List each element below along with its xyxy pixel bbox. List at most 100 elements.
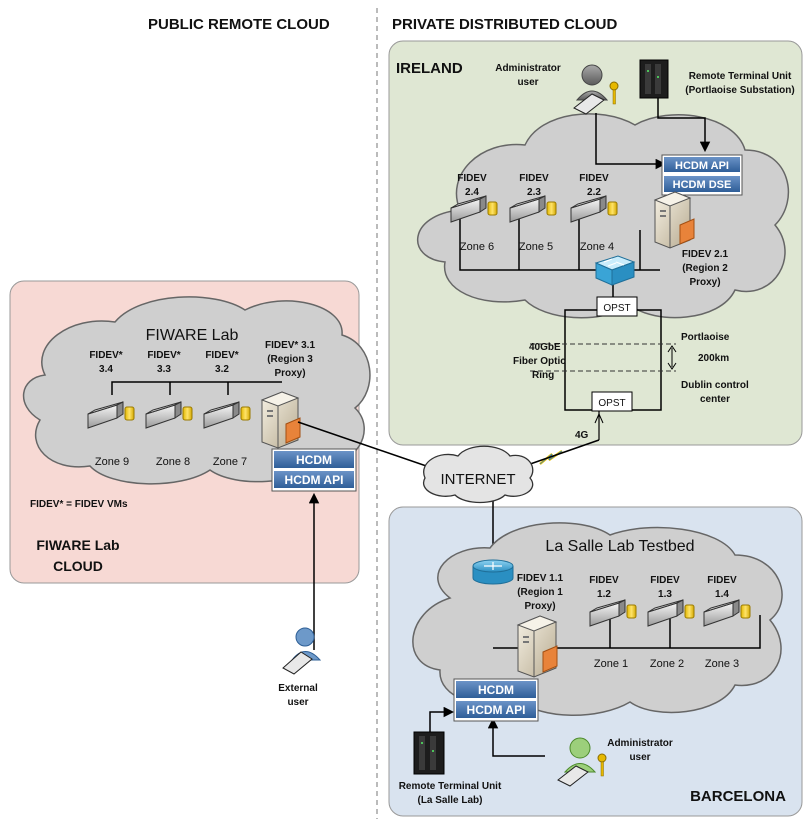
fidev-3-1-label-2: (Region 3 (267, 354, 313, 365)
fidev-2-4-node-icon (450, 195, 498, 223)
barcelona-router-icon (472, 559, 514, 585)
ring-label-3: Ring (532, 370, 554, 381)
barcelona-bus-line (493, 615, 761, 649)
ireland-hcdm-dse-label: HCDM DSE (673, 179, 732, 191)
opst-bottom-label: OPST (598, 398, 625, 409)
public-cloud-header: PUBLIC REMOTE CLOUD (148, 16, 330, 33)
barcelona-admin-user-icon (557, 737, 607, 787)
ireland-admin-arrow (595, 113, 667, 170)
zone-2-label: Zone 2 (650, 658, 684, 670)
fidev-2-3-label-1: FIDEV (519, 173, 549, 184)
fidev-3-2-node-icon (203, 401, 251, 429)
zone-4-label: Zone 4 (580, 241, 614, 253)
fidev-3-3-node-icon (145, 401, 193, 429)
ireland-rtu-label-2: (Portlaoise Substation) (685, 85, 794, 96)
barcelona-hcdm-box (453, 678, 539, 722)
private-cloud-header: PRIVATE DISTRIBUTED CLOUD (392, 16, 617, 33)
antenna-head-icon (594, 412, 604, 424)
fiware-hcdm-label: HCDM (296, 453, 332, 467)
fidev-3-1-label-1: FIDEV* 3.1 (265, 340, 315, 351)
external-user-label-2: user (287, 697, 308, 708)
distance-label: 200km (698, 353, 729, 364)
distance-arrows (667, 345, 677, 370)
fidev-2-1-label-2: (Region 2 (682, 263, 728, 274)
dublin-label-1: Dublin control (681, 380, 749, 391)
fidev-3-2-label-1: FIDEV* (205, 350, 238, 361)
barcelona-hcdm-api-label: HCDM API (467, 703, 526, 717)
zone-9-label: Zone 9 (95, 456, 129, 468)
internet-cloud (422, 445, 534, 504)
fidev-1-2-node-icon (589, 599, 637, 627)
fidev-2-2-label-1: FIDEV (579, 173, 609, 184)
internet-label: INTERNET (441, 471, 516, 488)
fiware-region-label-2: CLOUD (53, 558, 103, 574)
zone-1-label: Zone 1 (594, 658, 628, 670)
fiware-bus-line (111, 381, 282, 395)
ireland-hcdm-box (661, 154, 743, 196)
fidev-1-4-label-1: FIDEV (707, 575, 737, 586)
fidev-2-1-server-icon (653, 191, 695, 249)
fidev-3-1-label-3: Proxy) (274, 368, 305, 379)
fidev-1-1-label-3: Proxy) (524, 601, 555, 612)
opst-top-label: OPST (603, 303, 630, 314)
ireland-bus-line (459, 210, 660, 271)
fidev-3-4-label-2: 3.4 (99, 364, 113, 375)
opst-top-box (596, 296, 638, 317)
fidev-1-3-node-icon (647, 599, 695, 627)
ireland-admin-label-2: user (517, 77, 538, 88)
fidev-1-1-label-1: FIDEV 1.1 (517, 573, 564, 584)
fidev-2-2-node-icon (570, 195, 618, 223)
barcelona-hcdm-label: HCDM (478, 683, 514, 697)
barcelona-admin-arrow (487, 717, 545, 757)
fiware-internet-link (297, 421, 439, 471)
fidev-2-4-label-1: FIDEV (457, 173, 487, 184)
zone-8-label: Zone 8 (156, 456, 190, 468)
link-4g-label: 4G (575, 430, 589, 441)
ireland-rtu-arrow (657, 95, 711, 153)
fidev-1-4-label-2: 1.4 (715, 589, 729, 600)
ring-label-1: 40GbE (529, 342, 561, 353)
barcelona-cloud-title: La Salle Lab Testbed (545, 538, 694, 555)
zone-5-label: Zone 5 (519, 241, 553, 253)
ireland-switch-icon (594, 255, 636, 286)
fidev-2-3-node-icon (509, 195, 557, 223)
barcelona-rtu-icon (413, 731, 445, 775)
zone-7-label: Zone 7 (213, 456, 247, 468)
ireland-admin-user-icon (573, 64, 619, 115)
external-user-label-1: External (278, 683, 318, 694)
ring-label-2: Fiber Optic (513, 356, 566, 367)
ireland-hcdm-api-label: HCDM API (675, 160, 729, 172)
ireland-rtu-icon (639, 59, 669, 99)
barcelona-rtu-label-1: Remote Terminal Unit (399, 781, 502, 792)
fidev-2-1-label-1: FIDEV 2.1 (682, 249, 729, 260)
fidev-3-2-label-2: 3.2 (215, 364, 229, 375)
zone-6-label: Zone 6 (460, 241, 494, 253)
fiware-region-label-1: FIWARE Lab (36, 537, 119, 553)
fiware-cloud-title: FIWARE Lab (146, 327, 239, 344)
fidev-1-4-node-icon (703, 599, 751, 627)
fidev-3-3-label-2: 3.3 (157, 364, 171, 375)
barcelona-admin-label-1: Administrator (607, 738, 673, 749)
fidev-2-3-label-2: 2.3 (527, 187, 541, 198)
fiware-hcdm-api-label: HCDM API (285, 473, 344, 487)
zone-3-label: Zone 3 (705, 658, 739, 670)
fidev-2-4-label-2: 2.4 (465, 187, 479, 198)
fiware-hcdm-box (271, 448, 357, 492)
opst-bottom-box (591, 391, 633, 412)
fidev-1-3-label-2: 1.3 (658, 589, 672, 600)
portlaoise-label: Portlaoise (681, 332, 730, 343)
fidev-vm-note: FIDEV* = FIDEV VMs (30, 499, 128, 510)
ireland-rtu-label-1: Remote Terminal Unit (689, 71, 792, 82)
dublin-label-2: center (700, 394, 730, 405)
barcelona-rtu-label-2: (La Salle Lab) (417, 795, 482, 806)
fidev-2-1-label-3: Proxy) (689, 277, 720, 288)
fidev-3-1-server-icon (260, 391, 301, 449)
fidev-1-1-label-2: (Region 1 (517, 587, 563, 598)
fidev-3-4-label-1: FIDEV* (89, 350, 122, 361)
fidev-1-1-server-icon (516, 615, 558, 678)
barcelona-admin-label-2: user (629, 752, 650, 763)
fidev-3-4-node-icon (87, 401, 135, 429)
fidev-1-3-label-1: FIDEV (650, 575, 680, 586)
barcelona-region-label: BARCELONA (690, 788, 786, 805)
